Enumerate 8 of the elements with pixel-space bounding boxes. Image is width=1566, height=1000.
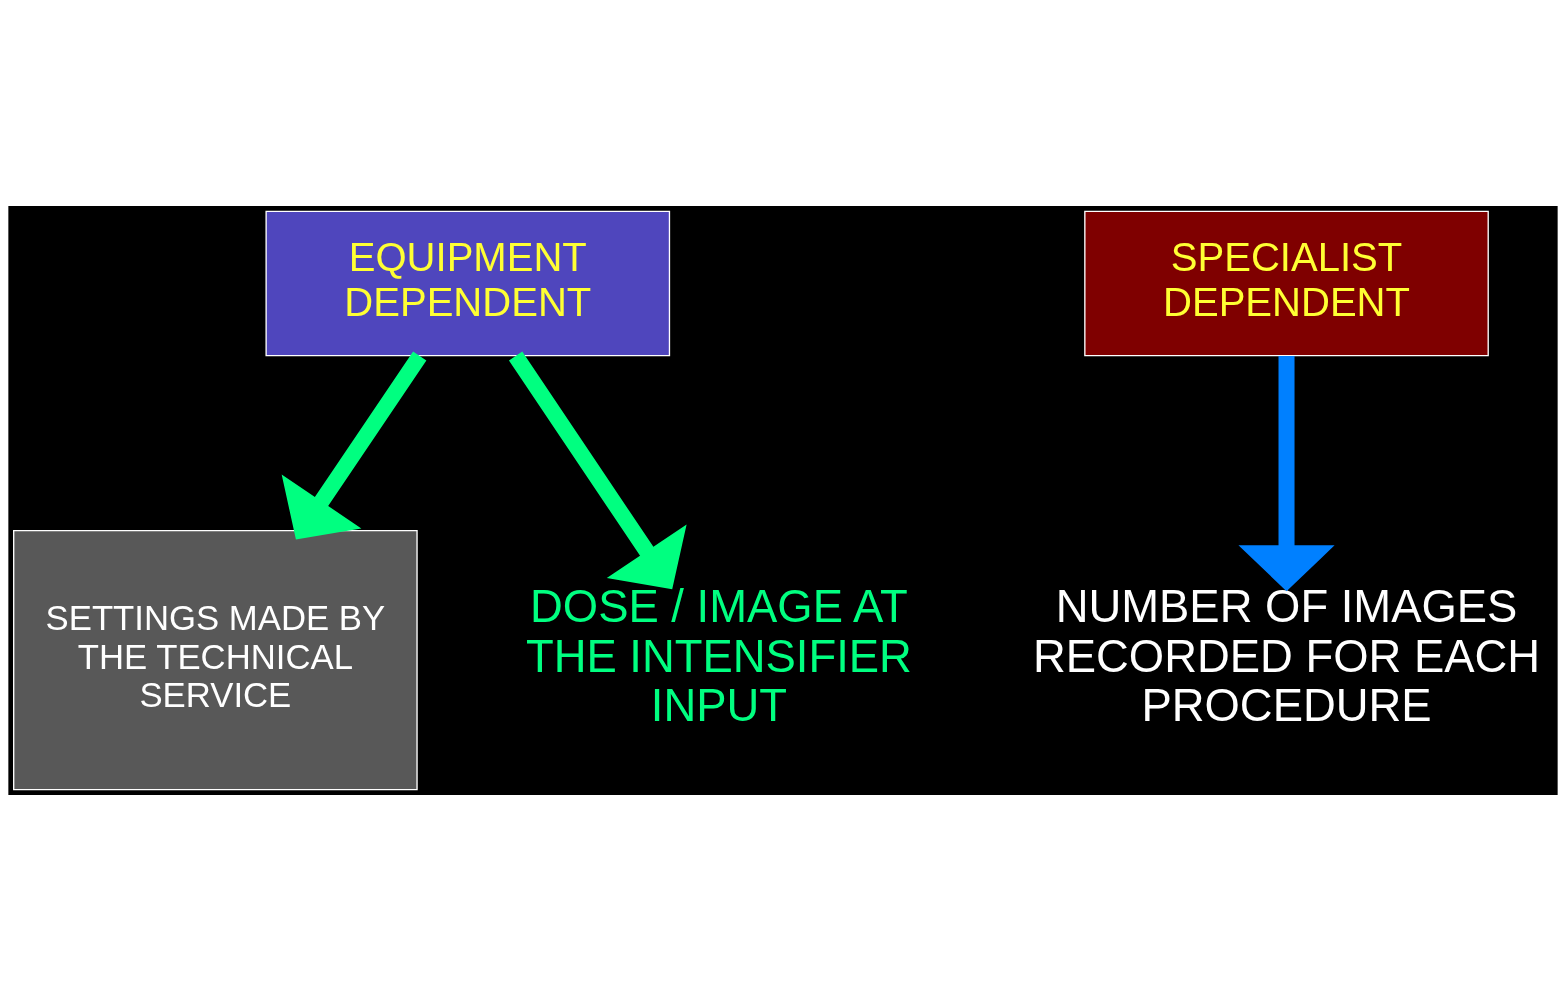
- arrow: [281, 351, 427, 539]
- node-box: EQUIPMENT DEPENDENT: [265, 210, 671, 356]
- arrow: [508, 351, 687, 589]
- node-box: SETTINGS MADE BY THE TECHNICAL SERVICE: [13, 529, 418, 790]
- node-box: SPECIALIST DEPENDENT: [1084, 210, 1489, 356]
- node-text: NUMBER OF IMAGES RECORDED FOR EACH PROCEDURE: [1032, 580, 1541, 731]
- node-text: DOSE / IMAGE AT THE INTENSIFIER INPUT: [525, 580, 912, 731]
- arrow: [1238, 355, 1335, 591]
